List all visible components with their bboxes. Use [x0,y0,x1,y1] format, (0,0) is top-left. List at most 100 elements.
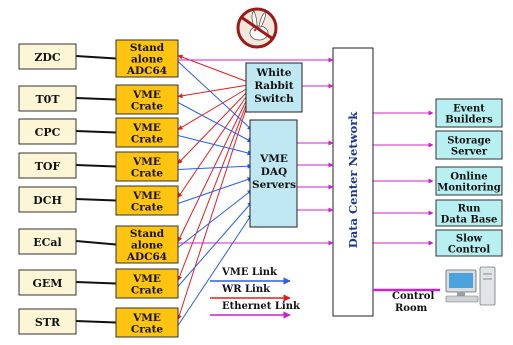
control-room-label-1: Control [392,291,434,302]
readout-label: VME [132,89,161,101]
readout-label: VME [132,190,161,202]
control-room: Control Room [373,266,496,314]
wr-link [177,87,249,130]
wr-link [177,90,249,164]
wr-link [177,99,249,281]
output-label: Event [453,104,485,115]
readout-label: ADC64 [126,251,167,263]
detector-readout-link [75,97,117,101]
vme-link [177,102,253,143]
computer-workstation-icon [445,266,496,306]
readout-label: VME [132,122,161,134]
readout-label: Crate [131,167,164,179]
detector-cpc: CPC [18,118,77,145]
rabbit-logo-icon [236,7,278,49]
vme-link [177,189,253,248]
detector-zdc: ZDC [18,43,77,70]
output-label: Slow [456,234,483,245]
detector-t0t: T0T [18,85,77,112]
detector-label: GEM [33,277,63,290]
wr-link [177,84,249,99]
wr-switch-label-2: Rabbit [254,80,293,92]
daq-label-3: Servers [252,179,296,191]
output-label: Builders [445,115,493,126]
detector-label: ZDC [34,51,61,64]
readout-label: Crate [131,284,164,296]
readout-label: Stand [130,228,165,240]
daq-label-2: DAQ [261,166,287,178]
wr-link [177,102,249,320]
detector-readout-link [75,164,117,168]
vme-link [177,163,253,170]
readout-label: Stand [130,42,165,54]
readout-label: alone [131,54,163,66]
readout-label: Crate [131,133,164,145]
detector-str: STR [18,308,77,335]
output-column: EventBuildersStorageServerOnlineMonitori… [435,98,503,257]
link-lines [75,54,434,326]
readout-label: Crate [131,323,164,335]
readout-label: Crate [131,201,164,213]
detector-readout-link [75,130,117,134]
readout-label: Crate [131,100,164,112]
legend-vme-link: VME Link [221,267,278,278]
detector-readout-link [75,198,117,202]
vme-link [177,213,253,326]
readout-label: VME [132,273,161,285]
detector-gem: GEM [18,269,77,296]
wr-switch-label-3: Switch [254,93,294,105]
detector-label: DCH [33,194,62,207]
detector-label: STR [35,316,61,329]
output-label: Online [450,172,487,183]
readout-label: alone [131,240,163,252]
readout-label: ADC64 [126,65,167,77]
output-label: Server [451,147,488,158]
legend-wr-link: WR Link [221,284,271,295]
detector-readout-link [75,320,117,324]
detector-label: ECal [33,236,61,249]
vme-link [177,201,253,287]
wr-link [177,93,249,198]
detector-label: CPC [35,126,61,139]
detector-label: T0T [35,93,60,106]
wr-switch-label-1: White [256,67,292,79]
detector-readout-link [75,240,117,246]
readout-label: VME [132,156,161,168]
output-label: Control [448,245,490,256]
output-label: Run [458,204,482,215]
legend-ethernet-link: Ethernet Link [222,301,301,312]
output-label: Monitoring [437,183,500,194]
detector-tof: TOF [18,152,77,179]
daq-label-1: VME [259,153,288,165]
vme-link [177,177,253,204]
wr-link [177,96,249,242]
control-room-label-2: Room [395,303,428,314]
detector-ecal: ECal [18,228,77,255]
output-label: Data Base [441,215,498,226]
network-label: Data Center Network [346,111,360,248]
white-rabbit-switch: White Rabbit Switch [245,62,303,113]
data-center-network: Data Center Network [332,47,374,317]
legend: VME Link WR Link Ethernet Link [210,267,301,319]
vme-link [177,135,253,156]
readout-column: StandaloneADC64VMECrateVMECrateVMECrateV… [115,39,179,338]
output-label: Storage [447,136,491,147]
detector-readout-link [75,281,117,285]
readout-label: VME [132,312,161,324]
vme-link [177,61,253,131]
